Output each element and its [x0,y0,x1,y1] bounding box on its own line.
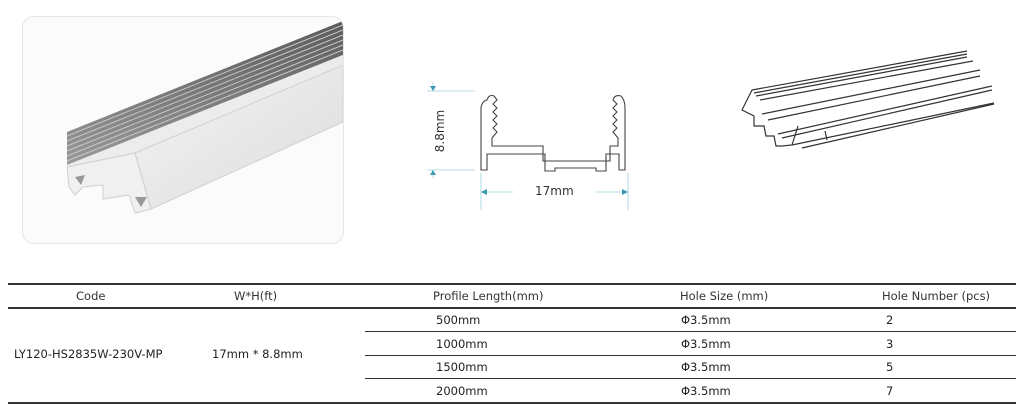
row-length: 1000mm [436,337,488,351]
header-hole-size: Hole Size (mm) [680,289,769,303]
table-bottom-border [8,402,1016,404]
row-hole-number: 5 [886,360,894,374]
row-hole-size: Φ3.5mm [681,337,731,351]
row-length: 2000mm [436,384,488,398]
header-hole-number: Hole Number (pcs) [882,289,991,303]
aluminium-profile-photo [66,21,343,214]
product-code: LY120-HS2835W-230V-MP [14,347,163,361]
row-hole-size: Φ3.5mm [681,360,731,374]
width-dimension-label: 17mm [535,184,574,198]
product-photo-card [22,16,344,244]
height-dimension-label: 8.8mm [433,109,448,153]
product-dimensions: 17mm * 8.8mm [212,347,303,361]
isometric-drawing [730,48,1000,198]
table-top-border [8,283,1016,285]
row-length: 1500mm [436,360,488,374]
profile-isometric-drawing [741,50,995,149]
row-hole-number: 3 [886,337,894,351]
row-hole-size: Φ3.5mm [681,313,731,327]
row-hole-number: 2 [886,313,894,327]
row-divider [365,378,1016,379]
row-divider [365,331,1016,332]
cross-section-drawing: 8.8mm 17mm [425,78,640,218]
row-divider [365,355,1016,356]
header-code: Code [76,289,106,303]
header-profile-length: Profile Length(mm) [433,289,544,303]
profile-cross-section [427,82,629,210]
table-header-border [8,307,1016,309]
row-hole-size: Φ3.5mm [681,384,731,398]
row-length: 500mm [436,313,481,327]
row-hole-number: 7 [886,384,894,398]
header-wh: W*H(ft) [234,289,278,303]
